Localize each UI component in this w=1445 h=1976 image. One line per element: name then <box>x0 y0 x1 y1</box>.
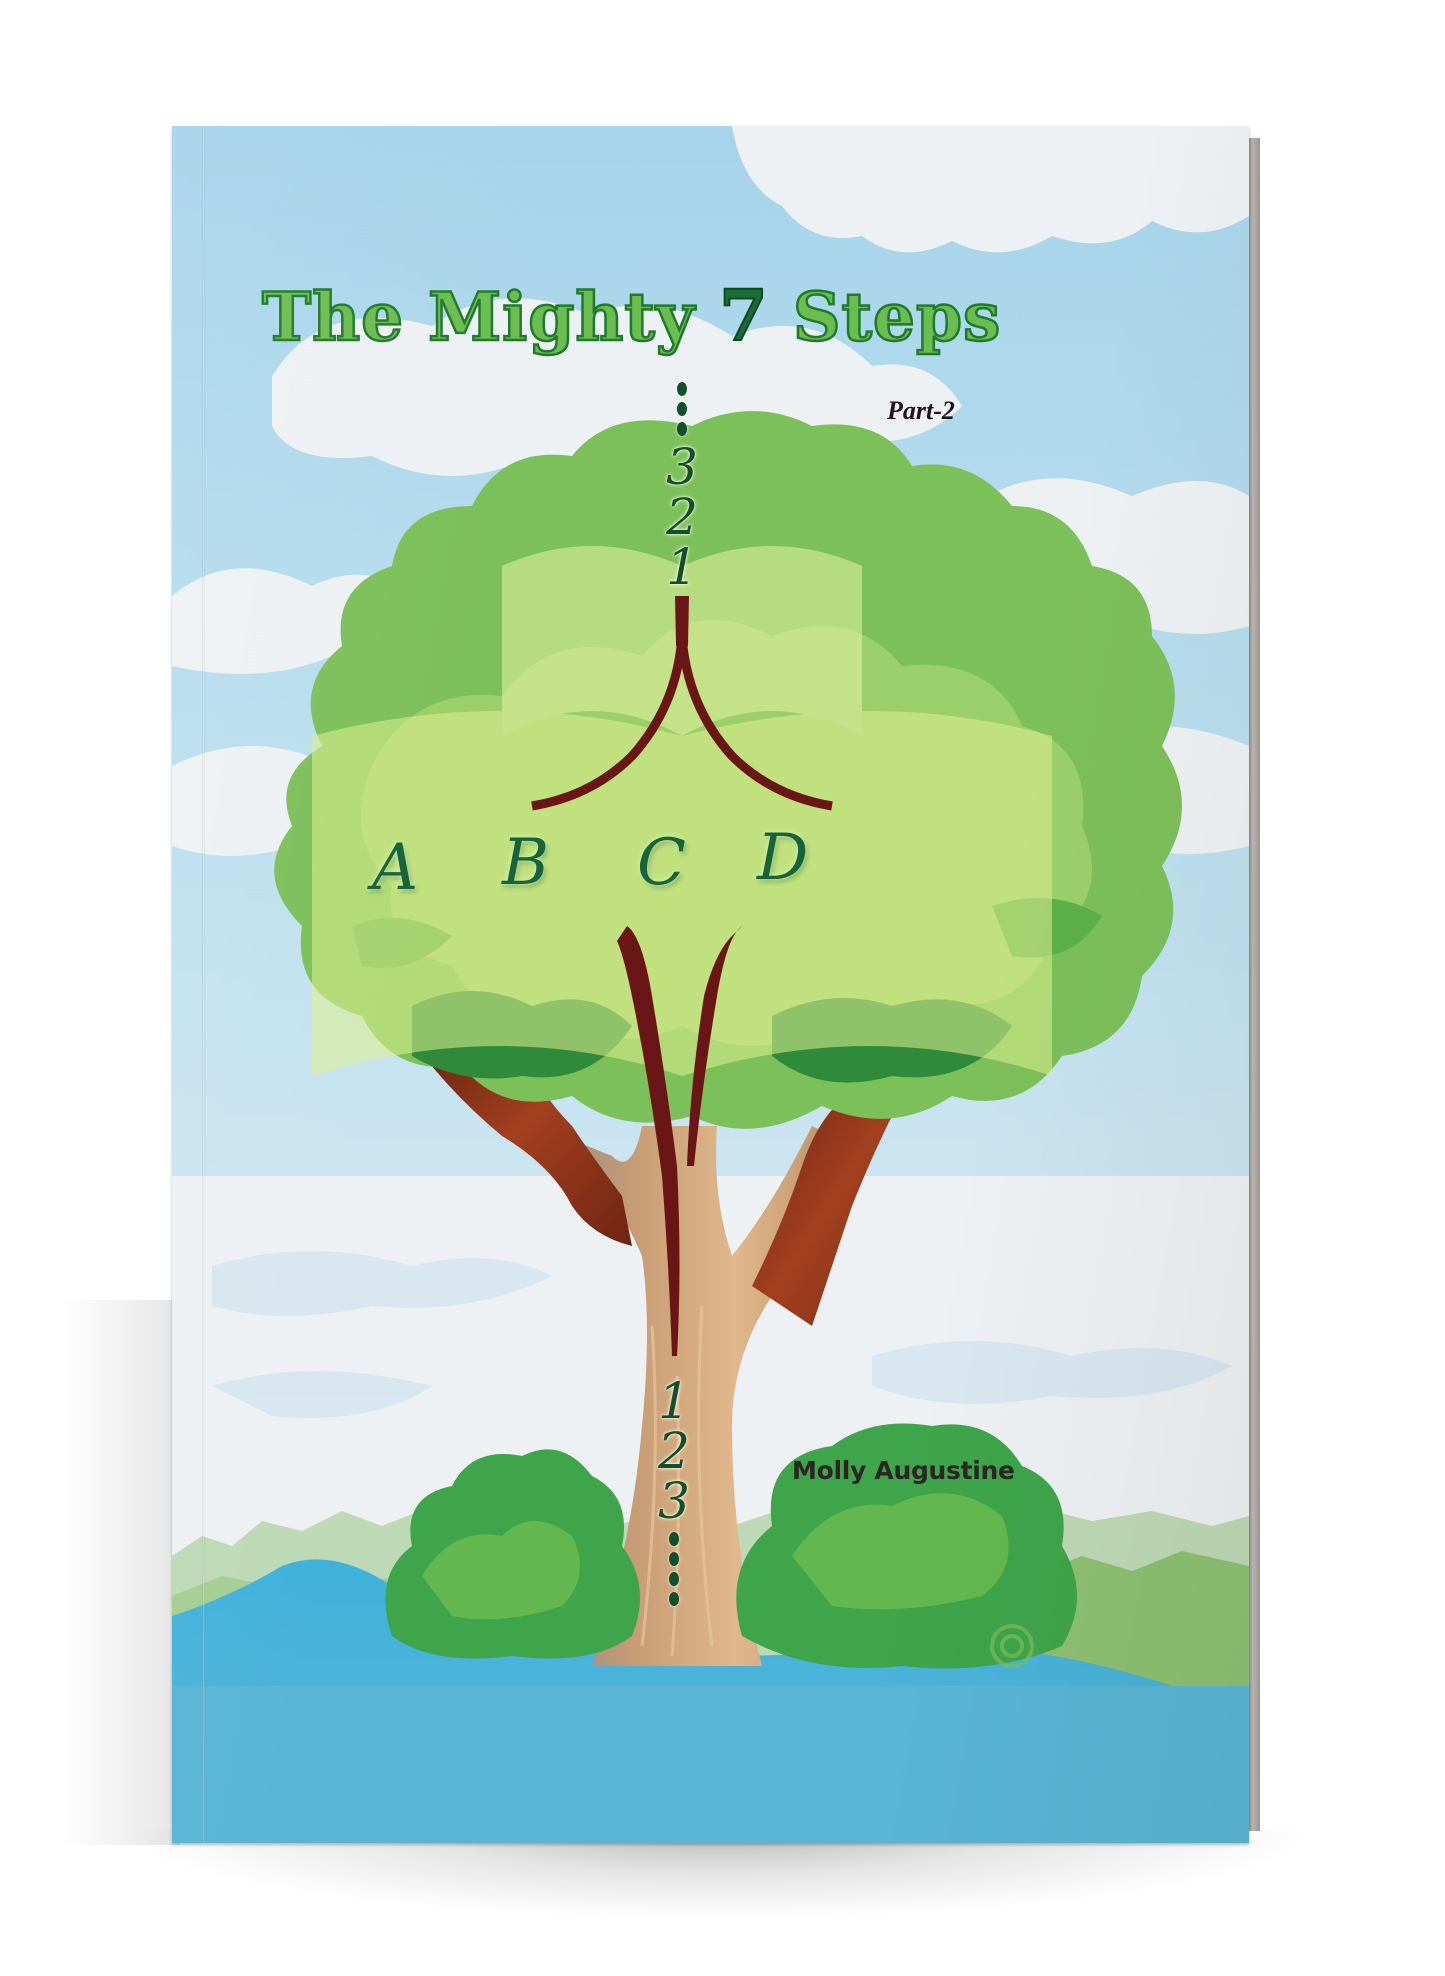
ellipsis-dot <box>677 382 687 396</box>
book-author: Molly Augustine <box>792 1456 1015 1485</box>
book-title: The Mighty 7 Steps <box>261 273 1162 358</box>
letter-c: C <box>637 826 686 900</box>
ellipsis-dot <box>669 1592 679 1606</box>
book-subtitle: Part-2 <box>887 396 955 425</box>
trunk-number-column: 1 2 3 <box>654 1376 694 1612</box>
title-number: 7 <box>718 273 769 358</box>
ellipsis-dot <box>677 402 687 416</box>
top-number-2: 2 <box>666 488 698 546</box>
title-prefix: The Mighty <box>261 277 720 358</box>
trunk-number-1: 1 <box>658 1372 690 1430</box>
ellipsis-dot <box>677 422 687 436</box>
left-shadow <box>60 1300 180 1845</box>
ellipsis-dot <box>669 1552 679 1566</box>
top-number-column: 3 2 1 <box>662 376 702 592</box>
cover-illustration <box>172 126 1249 1843</box>
floor-shadow <box>120 1830 1320 1920</box>
book-spine-edge <box>1248 138 1260 1831</box>
title-suffix: Steps <box>768 277 1002 358</box>
book-cover: The Mighty 7 Steps Part-2 3 2 1 A B C D … <box>172 126 1249 1843</box>
ellipsis-dot <box>669 1532 679 1546</box>
top-number-1: 1 <box>666 538 698 596</box>
letter-a: A <box>372 831 419 905</box>
trunk-number-2: 2 <box>658 1422 690 1480</box>
ellipsis-dot <box>669 1572 679 1586</box>
letter-b: B <box>502 826 550 900</box>
letter-d: D <box>757 821 809 895</box>
top-number-3: 3 <box>666 438 698 496</box>
trunk-number-3: 3 <box>658 1472 690 1530</box>
cover-hinge <box>202 126 205 1843</box>
